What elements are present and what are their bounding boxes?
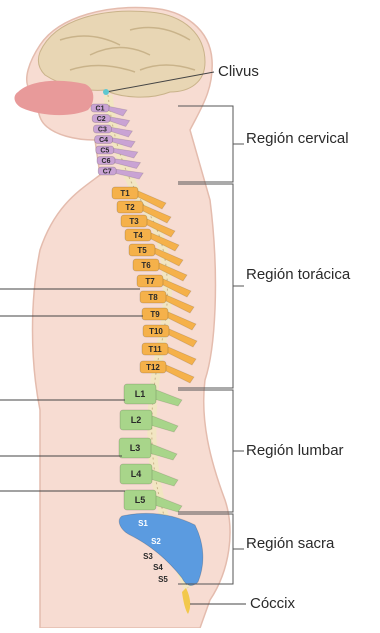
vertebra-label: C1 xyxy=(96,105,105,112)
vertebra-label: T4 xyxy=(133,231,143,240)
label-thoracic-region: Región torácica xyxy=(246,266,350,283)
vertebra-label: C3 xyxy=(98,126,107,133)
vertebra-label: T1 xyxy=(120,189,130,198)
vertebra-label: T5 xyxy=(137,246,147,255)
vertebra-label: L1 xyxy=(135,389,146,399)
vertebra-label: L2 xyxy=(131,415,142,425)
vertebra-label: T10 xyxy=(149,327,163,336)
vertebra-label-s5: S5 xyxy=(158,575,168,584)
vertebra-label: T9 xyxy=(150,310,160,319)
nasal-cavity xyxy=(15,81,94,115)
vertebra-label: L4 xyxy=(131,469,142,479)
vertebra-label: C6 xyxy=(102,158,111,165)
vertebra-label-s3: S3 xyxy=(143,552,153,561)
vertebra-label-s1: S1 xyxy=(138,519,148,528)
vertebra-label: T6 xyxy=(141,261,151,270)
vertebra-label-s4: S4 xyxy=(153,563,163,572)
label-clivus: Clivus xyxy=(218,63,259,80)
vertebra-label: T2 xyxy=(125,203,135,212)
vertebra-label: C7 xyxy=(103,168,112,175)
label-sacral-region: Región sacra xyxy=(246,535,334,552)
vertebra-label: L3 xyxy=(130,443,141,453)
label-lumbar-region: Región lumbar xyxy=(246,442,344,459)
vertebra-label: T12 xyxy=(146,363,160,372)
clivus-marker xyxy=(103,89,109,95)
vertebra-label: T7 xyxy=(145,277,155,286)
label-coccyx: Cóccix xyxy=(250,595,295,612)
vertebra-label-s2: S2 xyxy=(151,537,161,546)
vertebra-label: C5 xyxy=(100,147,109,154)
vertebra-label: L5 xyxy=(135,495,146,505)
vertebra-label: T3 xyxy=(129,217,139,226)
vertebra-label: T8 xyxy=(148,293,158,302)
vertebra-label: C4 xyxy=(99,137,108,144)
label-cervical-region: Región cervical xyxy=(246,130,349,147)
vertebra-label: T11 xyxy=(148,345,162,354)
vertebra-label: C2 xyxy=(97,116,106,123)
